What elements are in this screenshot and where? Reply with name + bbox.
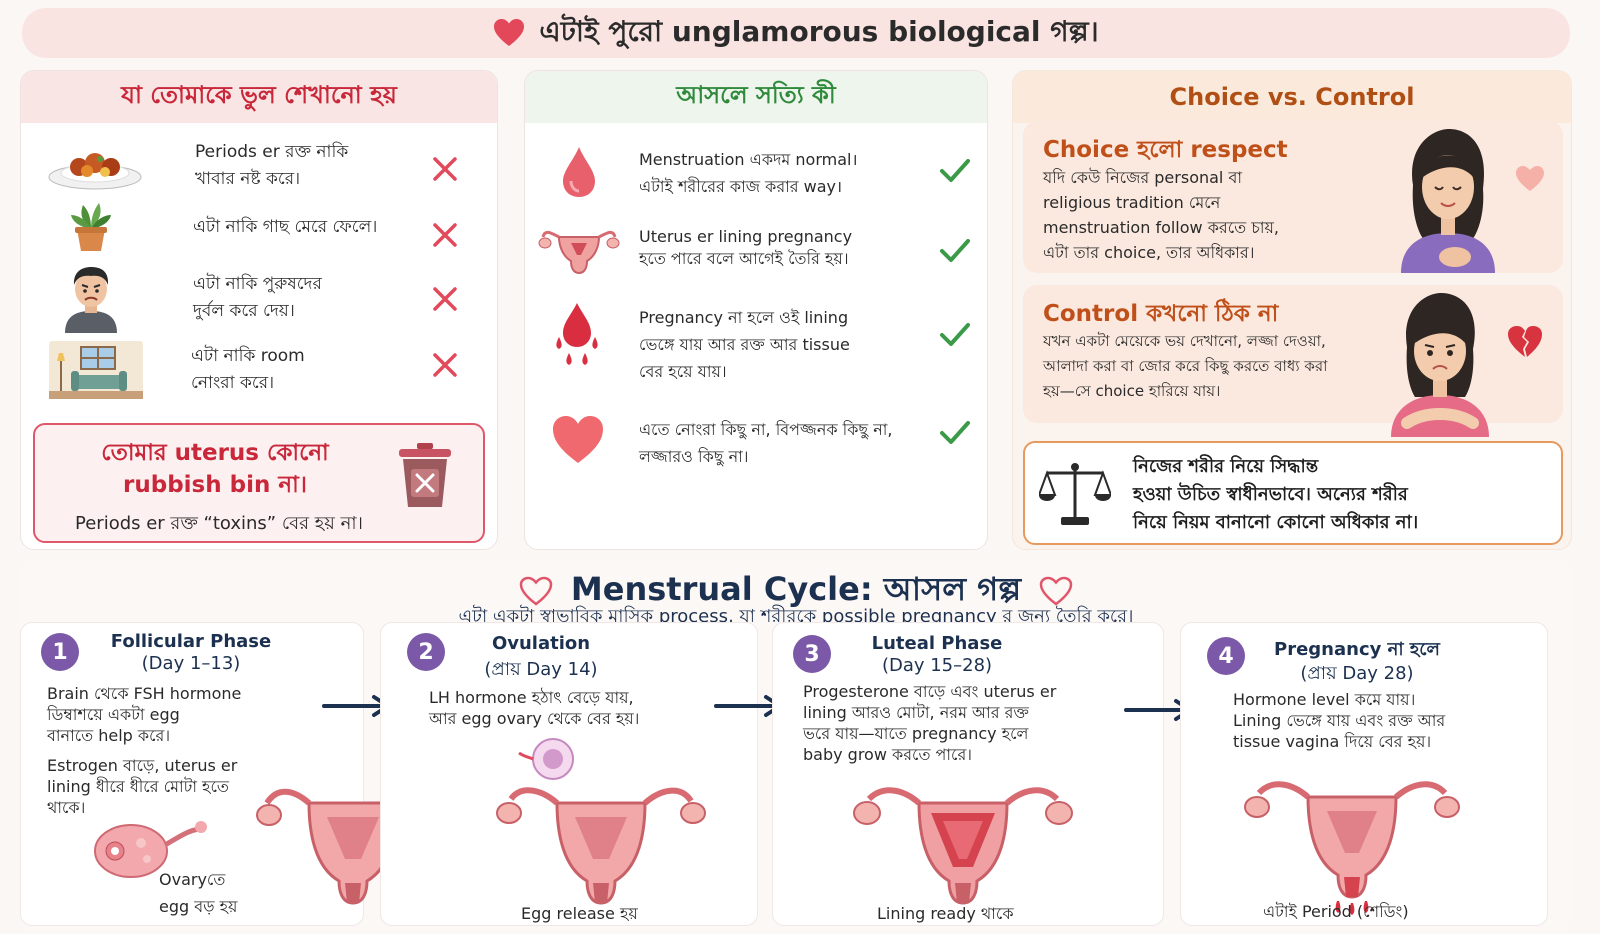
phase-number: 4 bbox=[1207, 637, 1245, 675]
cycle-title: Menstrual Cycle: আসল গল্প bbox=[20, 564, 1572, 618]
heart-outline-icon bbox=[1039, 576, 1073, 606]
myth-text: এটা নাকি পুরুষদের দুর্বল করে দেয়। bbox=[193, 274, 322, 321]
myth-row: এটা নাকি গাছ মেরে ফেলে। bbox=[69, 201, 377, 253]
facts-title: আসলে সত্যি কী bbox=[525, 71, 987, 123]
phase-label: Ovaryতে egg বড় হয় bbox=[159, 870, 238, 916]
check-icon bbox=[940, 159, 970, 182]
worried-girl-icon bbox=[1391, 293, 1489, 437]
heart-outline-icon bbox=[519, 576, 553, 606]
fact-text: Menstruation একদম normal। এটাই শরীরের কা… bbox=[639, 150, 858, 196]
phase-card-luteal: 3 Luteal Phase (Day 15–28) Progesterone … bbox=[772, 622, 1164, 926]
cross-icon bbox=[433, 223, 457, 247]
uterus-diagram bbox=[496, 787, 706, 905]
room-icon bbox=[49, 341, 143, 399]
phase-card-period: 4 Pregnancy না হলে (প্রায় Day 28) Hormo… bbox=[1180, 622, 1548, 926]
calm-woman-icon bbox=[1401, 129, 1495, 273]
cross-icon bbox=[433, 157, 457, 181]
phase-name: Pregnancy না হলে bbox=[1274, 639, 1440, 660]
heart-icon bbox=[1516, 166, 1544, 191]
cross-icon bbox=[433, 287, 457, 311]
potted-plant-icon bbox=[71, 203, 111, 251]
myth-row: এটা নাকি পুরুষদের দুর্বল করে দেয়। bbox=[61, 263, 322, 333]
law-text: নিজের শরীর নিয়ে সিদ্ধান্ত হওয়া উচিত স্… bbox=[1133, 456, 1419, 533]
phase-days: (প্রায় Day 14) bbox=[484, 659, 598, 680]
fact-text: Pregnancy না হলে ওই lining ভেঙ্গে যায় আ… bbox=[639, 308, 850, 381]
myths-panel: যা তোমাকে ভুল শেখানো হয় Periods er রক্ত… bbox=[20, 70, 498, 550]
phase-name: Luteal Phase bbox=[871, 633, 1003, 654]
phase-card-follicular: 1 Follicular Phase (Day 1–13) Brain থেকে… bbox=[20, 622, 450, 926]
check-icon bbox=[940, 239, 970, 262]
broken-heart-icon bbox=[1508, 326, 1542, 357]
phase-desc: Estrogen বাড়ে, uterus er lining ধীরে ধী… bbox=[47, 756, 238, 817]
phase-card-ovulation: 2 Ovulation (প্রায় Day 14) LH hormone হ… bbox=[380, 622, 758, 926]
phase-number: 2 bbox=[407, 633, 445, 671]
myth-text: এটা নাকি room নোংরা করে। bbox=[191, 346, 305, 393]
phase-number: 3 bbox=[793, 635, 831, 673]
law-callout: নিজের শরীর নিয়ে সিদ্ধান্ত হওয়া উচিত স্… bbox=[1023, 441, 1563, 545]
phase-name: Ovulation bbox=[491, 633, 591, 654]
phase-desc: Hormone level কমে যায়। Lining ভেঙ্গে যা… bbox=[1233, 690, 1446, 751]
fact-text: Uterus er lining pregnancy হতে পারে বলে … bbox=[639, 227, 853, 268]
phase-desc: LH hormone হঠাৎ বেড়ে যায়, আর egg ovary… bbox=[429, 688, 640, 728]
myth-text: এটা নাকি গাছ মেরে ফেলে। bbox=[193, 216, 378, 237]
choice-panel: Choice vs. Control Choice হলো respect যদ… bbox=[1012, 70, 1572, 550]
phase-name: Follicular Phase bbox=[110, 631, 272, 652]
respect-card: Choice হলো respect যদি কেউ নিজের persona… bbox=[1023, 121, 1563, 273]
check-icon bbox=[940, 323, 970, 346]
cycle-title-text: Menstrual Cycle: আসল গল্প bbox=[570, 570, 1022, 608]
callout-sub: Periods er রক্ত “toxins” বের হয় না। bbox=[75, 513, 363, 534]
egg-cell-icon bbox=[518, 738, 574, 780]
control-card: Control কখনো ঠিক না যখন একটা মেয়েকে ভয়… bbox=[1023, 285, 1563, 437]
cross-icon bbox=[433, 353, 457, 377]
myth-text: Periods er রক্ত নাকি খাবার নষ্ট করে। bbox=[195, 142, 349, 189]
myth-row: Periods er রক্ত নাকি খাবার নষ্ট করে। bbox=[45, 139, 348, 193]
dripping-drops-icon bbox=[556, 303, 598, 365]
heart-icon bbox=[494, 19, 525, 46]
myths-title: যা তোমাকে ভুল শেখানো হয় bbox=[21, 71, 497, 123]
control-body: যখন একটা মেয়েকে ভয় দেখানো, লজ্জা দেওয়… bbox=[1043, 332, 1328, 400]
facts-panel: আসলে সত্যি কী Menstruation একদম normal। … bbox=[524, 70, 988, 550]
phase-days: (প্রায় Day 28) bbox=[1300, 663, 1414, 684]
respect-body: যদি কেউ নিজের personal বা religious trad… bbox=[1043, 168, 1280, 262]
trash-bin-icon bbox=[399, 443, 451, 507]
phase-desc: Brain থেকে FSH hormone ডিম্বাশয়ে একটা e… bbox=[47, 684, 242, 745]
cycle-subtitle: এটা একটা স্বাভাবিক মাসিক process, যা শরী… bbox=[458, 606, 1134, 627]
callout-line2: rubbish bin না। bbox=[123, 472, 307, 498]
uterus-callout: তোমার uterus কোনো rubbish bin না। Period… bbox=[33, 423, 485, 543]
callout-line1: তোমার uterus কোনো bbox=[101, 440, 329, 466]
choice-title: Choice vs. Control bbox=[1013, 71, 1571, 123]
check-icon bbox=[940, 421, 970, 444]
uterus-diagram bbox=[853, 787, 1073, 905]
fact-text: এতে নোংরা কিছু না, বিপজ্জনক কিছু না, লজ্… bbox=[639, 420, 893, 466]
cycle-section: Menstrual Cycle: আসল গল্প এটা একটা স্বাভ… bbox=[20, 560, 1572, 930]
phase-days: (Day 15–28) bbox=[881, 655, 993, 676]
uterus-shedding-diagram bbox=[1244, 781, 1460, 915]
phase-label: এটাই Period (শেডিং) bbox=[1263, 902, 1409, 921]
sad-man-icon bbox=[65, 267, 117, 333]
ovary-icon bbox=[94, 821, 207, 878]
page-header: এটাই পুরো unglamorous biological গল্প। bbox=[22, 8, 1570, 58]
food-plate-icon bbox=[48, 153, 142, 190]
phase-label: Lining ready থাকে bbox=[877, 904, 1014, 923]
heart-icon bbox=[553, 416, 603, 463]
phase-label: Egg release হয় bbox=[521, 904, 638, 923]
respect-title: Choice হলো respect bbox=[1043, 137, 1288, 163]
scale-of-justice-icon bbox=[1039, 463, 1111, 525]
phase-days: (Day 1–13) bbox=[141, 653, 241, 674]
control-title: Control কখনো ঠিক না bbox=[1043, 301, 1279, 327]
phase-desc: Progesterone বাড়ে এবং uterus er lining … bbox=[803, 682, 1057, 764]
page-title: এটাই পুরো unglamorous biological গল্প। bbox=[539, 14, 1099, 48]
uterus-icon bbox=[538, 230, 620, 275]
myth-row: এটা নাকি room নোংরা করে। bbox=[49, 341, 305, 399]
phase-number: 1 bbox=[41, 633, 79, 671]
blood-drop-icon bbox=[563, 147, 595, 197]
